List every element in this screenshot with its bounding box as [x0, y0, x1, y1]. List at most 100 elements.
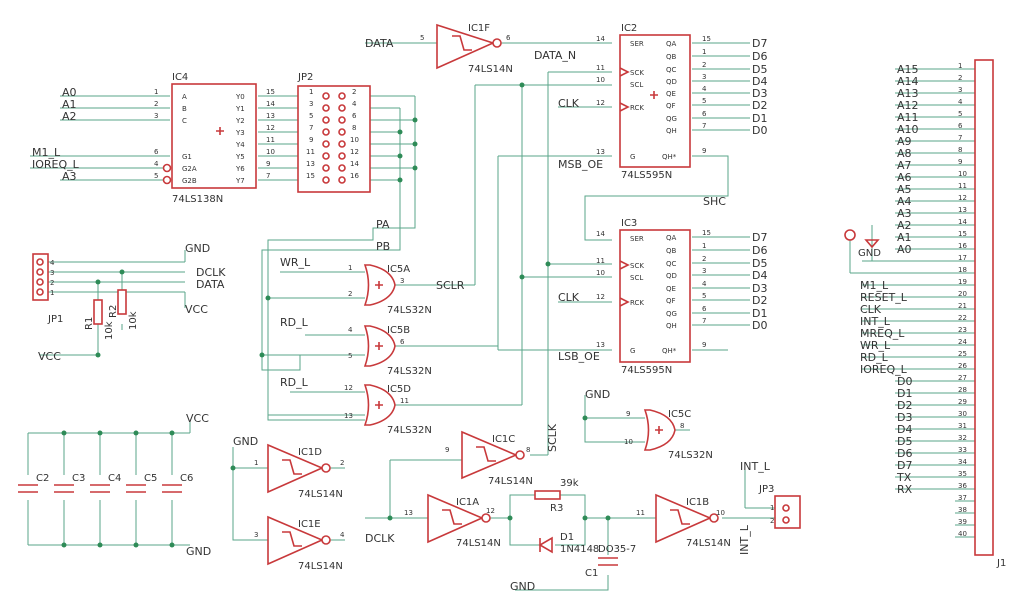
svg-text:JP2: JP2: [297, 72, 313, 83]
ic5d-or-gate[interactable]: IC5D 74LS32N 12 13 11: [344, 384, 432, 436]
r3-resistor[interactable]: 39k R3: [534, 478, 579, 514]
svg-text:2: 2: [352, 88, 356, 96]
j1-connector[interactable]: 1234567891011121314151617181920212223242…: [958, 59, 1006, 569]
svg-text:D2: D2: [752, 294, 767, 307]
svg-text:QE: QE: [666, 90, 676, 98]
r2-resistor[interactable]: R2 10k: [108, 289, 139, 330]
svg-text:Y3: Y3: [235, 129, 245, 137]
svg-text:7: 7: [702, 317, 706, 325]
ic5c-or-gate[interactable]: IC5C 74LS32N 9 10 8: [624, 409, 713, 461]
d1-diode[interactable]: D1 1N4148: [538, 532, 599, 555]
svg-text:12: 12: [266, 124, 275, 132]
j1-label-a0: A0: [897, 243, 912, 256]
j1-label-d0: D0: [897, 375, 912, 388]
j1-label-int_l: INT_L: [860, 315, 891, 328]
jp2-jumper-header[interactable]: JP2 1 3 5 7 9 11 13 15 2 4 6 8 10 12 14 …: [297, 72, 371, 193]
j1-label-clk: CLK: [860, 303, 882, 316]
j1-pin-11: 11: [958, 182, 967, 190]
svg-text:QE: QE: [666, 285, 676, 293]
svg-text:6: 6: [506, 34, 511, 42]
svg-text:QB: QB: [666, 247, 677, 255]
svg-text:VCC: VCC: [185, 303, 208, 316]
svg-text:9: 9: [702, 147, 706, 155]
svg-text:1: 1: [154, 88, 158, 96]
svg-text:A1: A1: [62, 98, 77, 111]
decoupling-capacitors[interactable]: C2 C3 C4 C5 C6: [18, 473, 193, 493]
svg-text:2: 2: [340, 459, 344, 467]
svg-text:6: 6: [702, 305, 707, 313]
svg-text:A: A: [182, 93, 187, 101]
j1-pin-13: 13: [958, 206, 967, 214]
svg-text:11: 11: [596, 64, 605, 72]
svg-text:QH*: QH*: [662, 153, 677, 161]
c1-capacitor[interactable]: C1 DO35-7: [585, 544, 636, 579]
svg-text:D2: D2: [752, 99, 767, 112]
svg-text:15: 15: [306, 172, 315, 180]
svg-text:C4: C4: [108, 473, 121, 484]
svg-text:QF: QF: [666, 102, 676, 110]
svg-text:D6: D6: [752, 50, 767, 63]
svg-text:4: 4: [702, 280, 707, 288]
svg-text:10: 10: [596, 269, 605, 277]
svg-text:Y7: Y7: [235, 177, 245, 185]
svg-text:74LS32N: 74LS32N: [668, 450, 713, 461]
svg-text:39k: 39k: [560, 478, 579, 489]
svg-text:13: 13: [404, 509, 413, 517]
net-dclk: DCLK: [365, 532, 395, 545]
j1-label-a14: A14: [897, 75, 919, 88]
svg-text:RCK: RCK: [630, 299, 644, 307]
wires: [27, 42, 975, 591]
svg-text:4: 4: [352, 100, 357, 108]
j1-pin-34: 34: [958, 458, 967, 466]
svg-text:GND: GND: [858, 248, 881, 259]
svg-text:G: G: [630, 153, 635, 161]
svg-text:D7: D7: [752, 37, 767, 50]
ic1c-inverter[interactable]: IC1C 74LS14N 9 8: [445, 430, 533, 487]
jp3-header[interactable]: 1 2 JP3: [758, 484, 801, 529]
ic2-shift-register[interactable]: IC2 74LS595N SER SCK SCL RCK G 14 11 10 …: [596, 23, 711, 181]
svg-text:13: 13: [266, 112, 275, 120]
svg-text:IC3: IC3: [621, 218, 637, 229]
svg-text:8: 8: [352, 124, 356, 132]
net-rd-l-1: RD_L: [280, 316, 309, 329]
svg-text:3: 3: [702, 267, 706, 275]
j1-label-d2: D2: [897, 399, 912, 412]
j1-label-a12: A12: [897, 99, 919, 112]
svg-text:G: G: [630, 347, 635, 355]
jp1-header[interactable]: 4 3 2 1 JP1: [32, 253, 63, 325]
ic1f-inverter[interactable]: IC1F 74LS14N 5 6: [420, 23, 513, 75]
svg-text:G2B: G2B: [182, 177, 197, 185]
ic5b-or-gate[interactable]: IC5B 74LS32N 4 5 6: [348, 325, 432, 377]
svg-text:D7: D7: [752, 231, 767, 244]
j1-label-a4: A4: [897, 195, 912, 208]
svg-text:4: 4: [702, 85, 707, 93]
ic5a-or-gate[interactable]: IC5A 74LS32N 1 2 3: [348, 264, 432, 316]
j1-pin-20: 20: [958, 290, 967, 298]
svg-text:2: 2: [154, 100, 158, 108]
svg-text:15: 15: [702, 229, 711, 237]
svg-text:D1: D1: [752, 307, 767, 320]
ic3-shift-register[interactable]: IC3 74LS595N SER SCK SCL RCK G 14 11 10 …: [596, 218, 711, 376]
svg-text:3: 3: [50, 269, 54, 277]
net-pb: PB: [376, 240, 390, 253]
svg-text:DO35-7: DO35-7: [598, 544, 636, 555]
ic1a-inverter[interactable]: IC1A 74LS14N 13 12: [404, 493, 501, 549]
ic1b-inverter[interactable]: IC1B 74LS14N 11 10: [636, 493, 731, 549]
svg-text:74LS595N: 74LS595N: [621, 170, 672, 181]
r1-resistor[interactable]: R1 10k: [84, 299, 115, 340]
svg-text:D3: D3: [752, 87, 767, 100]
ic4-decoder[interactable]: IC4 74LS138N A B C G1 G2A G2B 1 2 3 6 4 …: [154, 72, 275, 205]
j1-pin-26: 26: [958, 362, 967, 370]
svg-text:C6: C6: [180, 473, 193, 484]
svg-text:12: 12: [350, 148, 359, 156]
svg-text:R1: R1: [84, 317, 95, 330]
ic1e-inverter[interactable]: IC1E 74LS14N 3 4: [254, 515, 345, 572]
j1-pin-17: 17: [958, 254, 967, 262]
svg-text:GND: GND: [185, 242, 210, 255]
svg-text:QA: QA: [666, 40, 677, 48]
net-shc: SHC: [703, 195, 726, 208]
svg-text:16: 16: [350, 172, 359, 180]
svg-text:10: 10: [266, 148, 275, 156]
svg-text:SER: SER: [630, 235, 644, 243]
ic1d-inverter[interactable]: IC1D 74LS14N 1 2: [254, 443, 344, 500]
